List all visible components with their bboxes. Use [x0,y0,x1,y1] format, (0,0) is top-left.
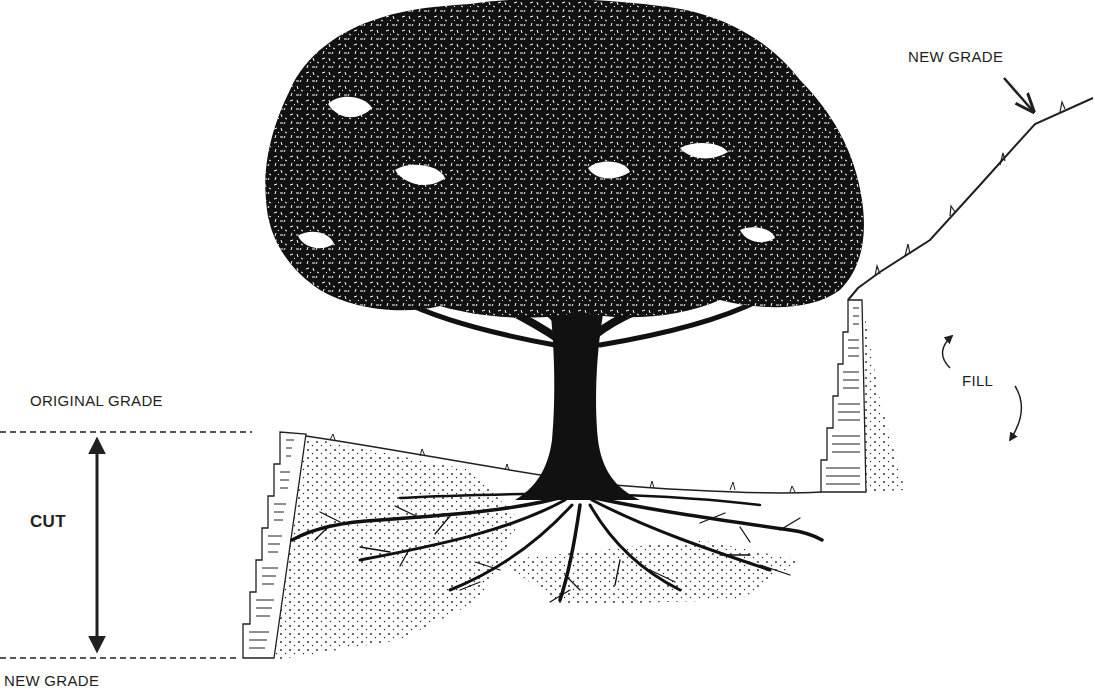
original-grade-line [0,431,252,433]
fill-arrow [942,336,952,368]
soil-speckles [275,436,520,660]
grade-label: ORIGINAL GRADE [30,392,163,410]
dimension-label: CUT [30,512,66,532]
leader-arrow [1004,78,1032,110]
tree-roots [292,493,822,602]
fill-retaining-wall [821,300,866,492]
tree-canopy [265,0,864,318]
cut-dimension-arrow [96,440,99,650]
fill-grade-line [848,98,1093,300]
cut-retaining-wall [243,432,306,658]
new-grade-line [0,657,240,659]
fill-label: FILL [962,372,993,390]
fill-speckles [862,300,905,492]
grade-label: NEW GRADE [4,672,99,690]
grass-tufts [875,102,1065,276]
fill-arrow [1010,386,1021,440]
grade-label: NEW GRADE [908,48,1003,66]
